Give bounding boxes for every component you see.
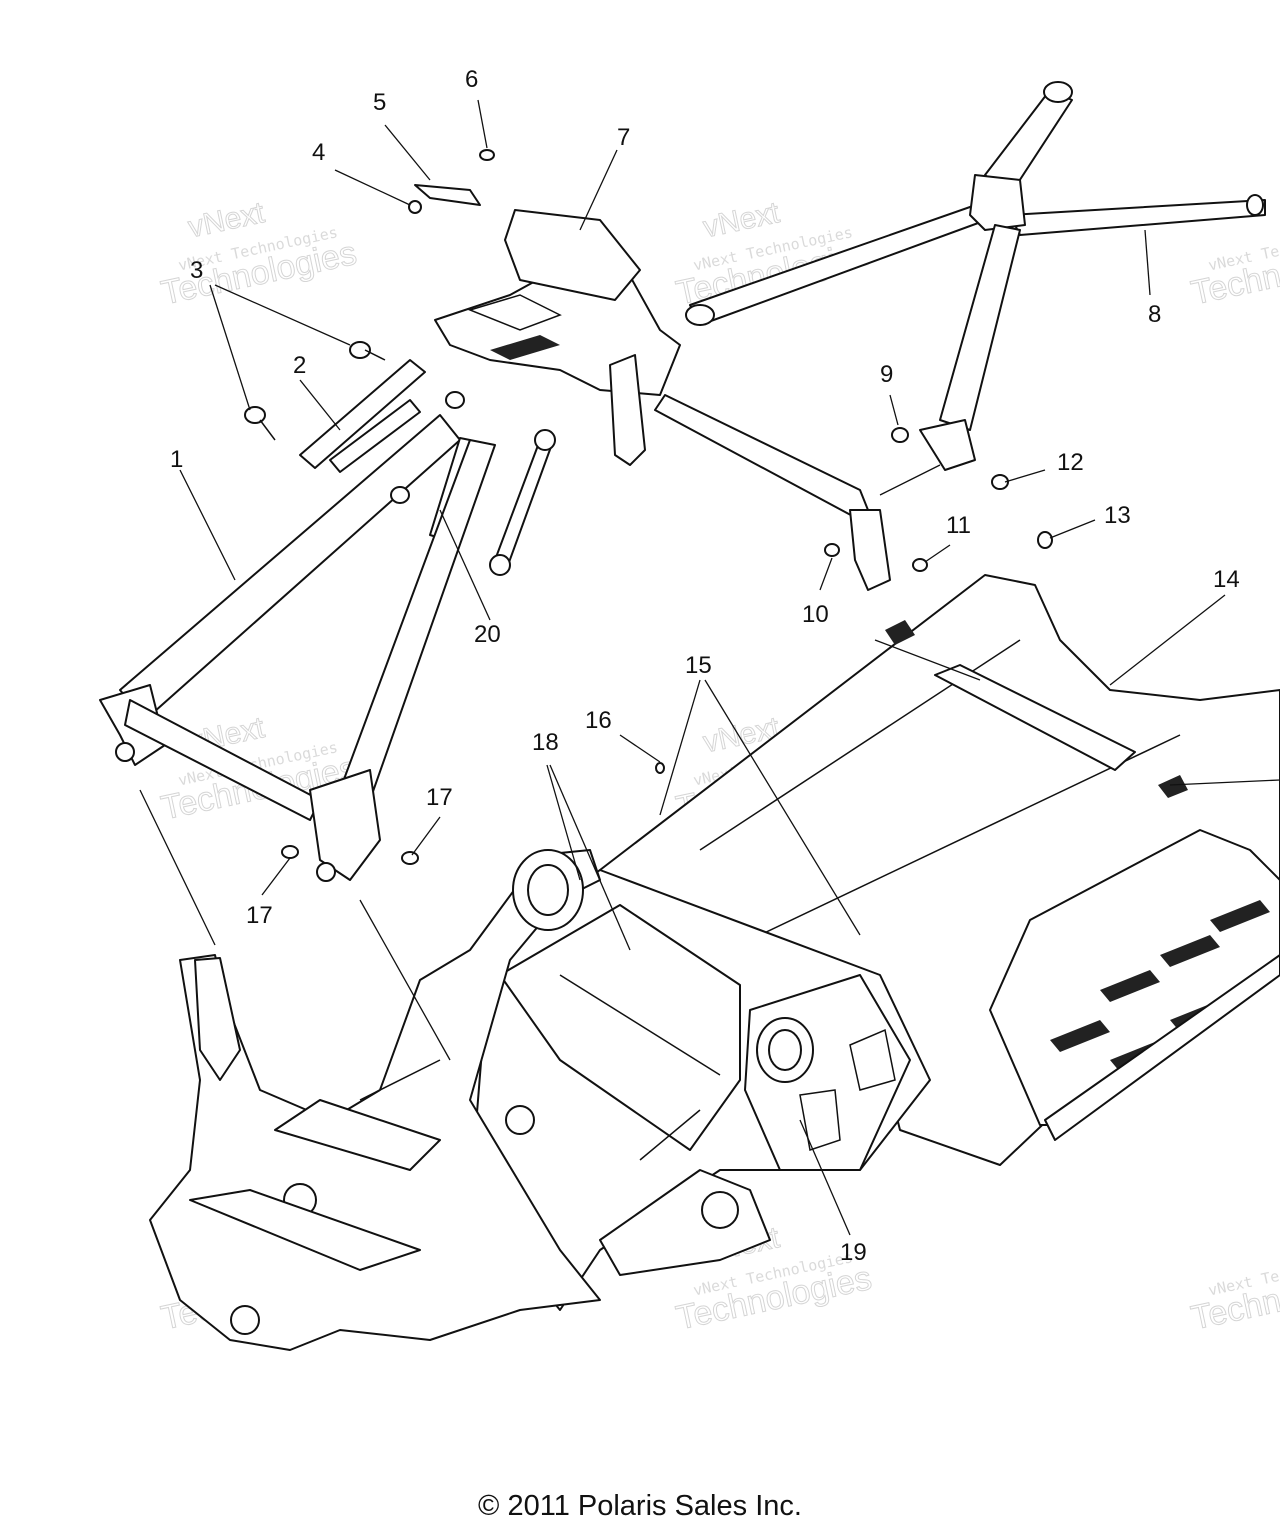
callout-17-upper: 17: [426, 784, 453, 811]
hardware-group: [244, 149, 1188, 865]
copyright-notice: © 2011 Polaris Sales Inc.: [478, 1490, 802, 1522]
chassis-assembly: [149, 574, 1280, 1351]
watermark-top-right: vNext Technologies Technologies: [1187, 223, 1280, 313]
lower-arm: [189, 1189, 421, 1271]
rivet-16: [655, 762, 665, 774]
callout-5: 5: [373, 89, 386, 116]
pin-6: [479, 149, 495, 161]
bolt-17b: [281, 845, 299, 859]
callout-2: 2: [293, 352, 306, 379]
part-7-steering-post: [434, 209, 681, 466]
part-1-frame-tube: [99, 414, 461, 821]
callout-19: 19: [840, 1239, 867, 1266]
leader-lines: [139, 99, 1280, 1236]
footrest-rail: [1044, 954, 1280, 1141]
bolt-3b: [244, 406, 266, 424]
callout-9: 9: [880, 361, 893, 388]
svg-text:vNext: vNext: [700, 196, 783, 244]
callout-6: 6: [465, 66, 478, 93]
callout-7: 7: [617, 124, 630, 151]
callout-11: 11: [946, 512, 971, 539]
steering-arm: [274, 1099, 441, 1171]
callout-18: 18: [532, 729, 559, 756]
callout-14: 14: [1213, 566, 1240, 593]
part-2-strut: [299, 359, 426, 473]
bumper-14b: [1158, 775, 1188, 798]
callout-8: 8: [1148, 301, 1161, 328]
front-bulkhead-left: [194, 957, 241, 1081]
callout-20: 20: [474, 621, 501, 648]
callout-15: 15: [685, 652, 712, 679]
link-rod: [489, 429, 556, 576]
bolt-3a: [349, 341, 371, 359]
bolt-17a: [401, 851, 419, 865]
bolt-12: [991, 474, 1009, 490]
callout-labels: 1 2 3 4 5 6 7 8 9 10 11 12 13 14 15 16 1…: [170, 66, 1240, 1266]
part-8-upper-frame: [654, 81, 1266, 591]
nut-9: [891, 427, 909, 443]
watermark-bottom-right: vNext Technologies Technologies: [1187, 1248, 1280, 1338]
callout-12: 12: [1057, 449, 1084, 476]
callout-13: 13: [1104, 502, 1131, 529]
callout-17-lower: 17: [246, 902, 273, 929]
bolt-4: [408, 200, 422, 214]
callout-16: 16: [585, 707, 612, 734]
bolt-10: [824, 543, 840, 557]
part-20-frame-rod: [309, 437, 496, 882]
bolt-20a: [445, 391, 465, 409]
callout-3: 3: [190, 257, 203, 284]
bolt-20b: [390, 486, 410, 504]
fuel-tank: [499, 904, 741, 1151]
callout-10: 10: [802, 601, 829, 628]
svg-text:vNext: vNext: [185, 196, 268, 244]
clip-5: [414, 184, 481, 206]
bolt-13: [1037, 531, 1053, 549]
watermark-top-left: vNext vNext Technologies Technologies: [157, 196, 360, 313]
callout-1: 1: [170, 446, 183, 473]
tunnel-rail: [934, 664, 1136, 771]
bumper-14a: [885, 620, 915, 645]
callout-4: 4: [312, 139, 325, 166]
bolt-11: [912, 558, 928, 572]
